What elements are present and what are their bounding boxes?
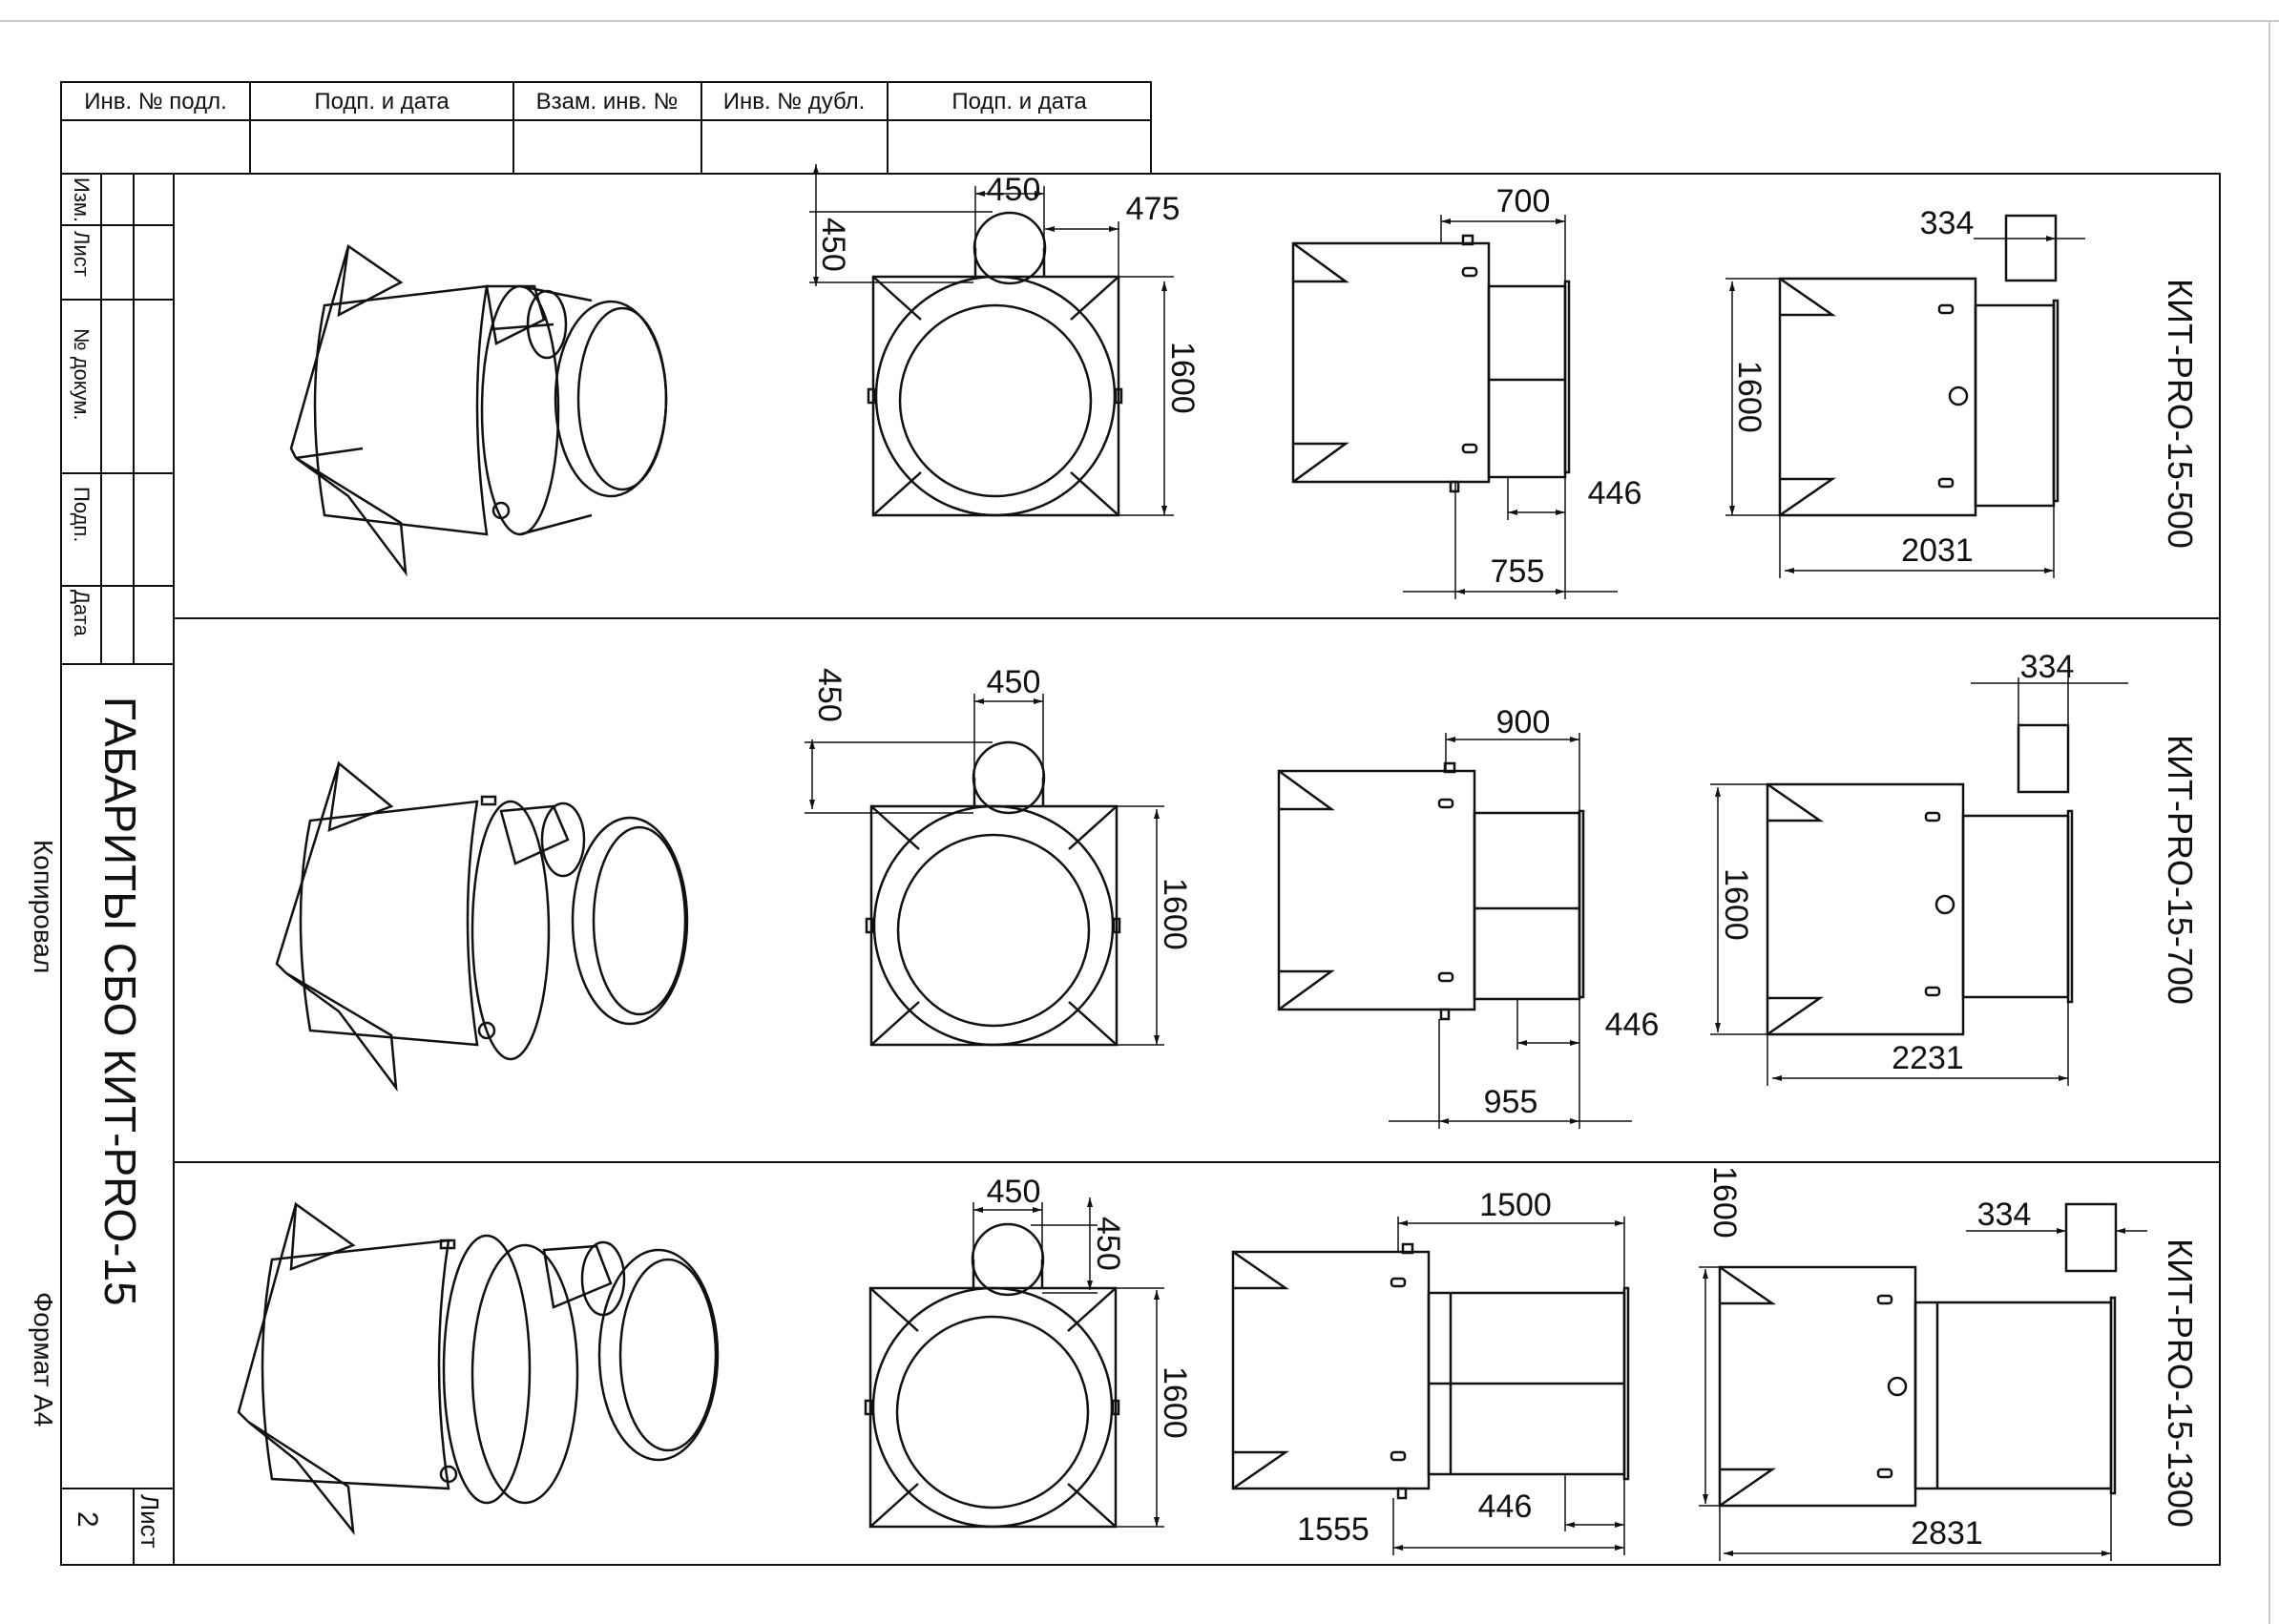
dim-rear-small-3: 334 [1977, 1197, 2032, 1233]
dim-rear-total-2: 2231 [1892, 1040, 1964, 1076]
iso-view-3 [237, 1201, 720, 1536]
rear-view-3 [1718, 1202, 2118, 1508]
side-row-data: Дата [70, 590, 94, 636]
dim-front-height-3: 1600 [1157, 1366, 1193, 1439]
dim-side-top-2: 900 [1496, 704, 1551, 740]
row-1: 450 450 475 1600 [289, 164, 2200, 599]
dim-rear-small-1: 334 [1920, 205, 1975, 241]
side-row-doc: № докум. [70, 328, 94, 421]
dim-rear-total-3: 2831 [1911, 1515, 1983, 1551]
dim-side-top-3: 1500 [1479, 1187, 1552, 1223]
dim-front-w-2: 450 [987, 664, 1041, 700]
side-dims-3 [1392, 1217, 1625, 1555]
stamp-col-4: Инв. № дубл. [723, 89, 866, 115]
front-dims-3 [972, 1197, 1164, 1528]
dim-rear-small-2: 334 [2020, 649, 2075, 685]
sheet-number-label: Лист [136, 1494, 164, 1549]
dim-side-small-1: 446 [1588, 475, 1642, 511]
dim-front-w-1: 450 [987, 172, 1041, 208]
rear-dims-1 [1725, 236, 2085, 578]
front-view-3 [864, 1222, 1120, 1529]
dim-rear-height-3: 1600 [1706, 1166, 1743, 1239]
side-view-2 [1277, 761, 1585, 1021]
model-label-3: КИТ-PRO-15-1300 [2161, 1239, 2200, 1528]
dim-side-bottom-3: 1555 [1297, 1511, 1369, 1548]
stamp-col-1: Инв. № подл. [84, 89, 227, 115]
iso-view-1 [289, 243, 668, 577]
row-2: 450 450 1600 900 [275, 649, 2200, 1129]
rear-dims-3 [1699, 1228, 2147, 1561]
dim-side-bottom-1: 755 [1491, 553, 1545, 590]
model-label-1: КИТ-PRO-15-500 [2161, 279, 2200, 549]
sheet-number: 2 [72, 1511, 103, 1528]
stamp-col-3: Взам. инв. № [536, 89, 679, 115]
side-row-list: Лист [70, 231, 94, 277]
sheet-title: ГАБАРИТЫ СБО КИТ-PRO-15 [95, 697, 145, 1306]
dim-rear-total-1: 2031 [1901, 532, 1974, 569]
side-dims-1 [1403, 215, 1618, 599]
side-block [61, 174, 174, 1565]
dim-front-height-1: 1600 [1164, 342, 1201, 414]
stamp-col-2: Подп. и дата [314, 89, 450, 115]
side-view-1 [1291, 234, 1571, 493]
rear-view-1 [1778, 214, 2059, 517]
dim-side-small-2: 446 [1605, 1007, 1660, 1043]
front-dims-1 [809, 164, 1174, 516]
footer-format: Формат А4 [29, 1292, 58, 1427]
dim-rear-height-2: 1600 [1718, 868, 1754, 941]
side-dims-2 [1389, 733, 1632, 1129]
stamp-col-5: Подп. и дата [951, 89, 1087, 115]
front-view-2 [865, 740, 1121, 1047]
dim-side-top-1: 700 [1496, 183, 1551, 219]
main-frame [60, 173, 2221, 1566]
side-view-3 [1231, 1242, 1630, 1500]
dim-front-offset-1: 475 [1126, 191, 1181, 227]
dim-front-w-3: 450 [987, 1174, 1041, 1210]
iso-view-2 [275, 760, 689, 1093]
dim-side-bottom-2: 955 [1484, 1084, 1538, 1120]
side-row-izm: Изм. [70, 177, 94, 222]
dim-rear-height-1: 1600 [1731, 361, 1767, 433]
front-dims-2 [805, 694, 1164, 1046]
dim-side-small-3: 446 [1478, 1489, 1533, 1525]
dim-front-height-2: 1600 [1157, 878, 1193, 950]
dim-front-h-3: 450 [1090, 1217, 1126, 1271]
row-3: 450 450 1600 1500 446 [237, 1166, 2200, 1561]
front-view-1 [867, 211, 1123, 517]
rear-view-2 [1766, 723, 2074, 1036]
footer-copied: Копировал [29, 840, 58, 973]
dim-front-h-2: 450 [811, 668, 847, 722]
rear-dims-2 [1710, 677, 2128, 1086]
side-row-podp: Подп. [70, 487, 94, 542]
model-label-2: КИТ-PRO-15-700 [2161, 735, 2200, 1005]
dim-front-h-1: 450 [815, 218, 851, 272]
